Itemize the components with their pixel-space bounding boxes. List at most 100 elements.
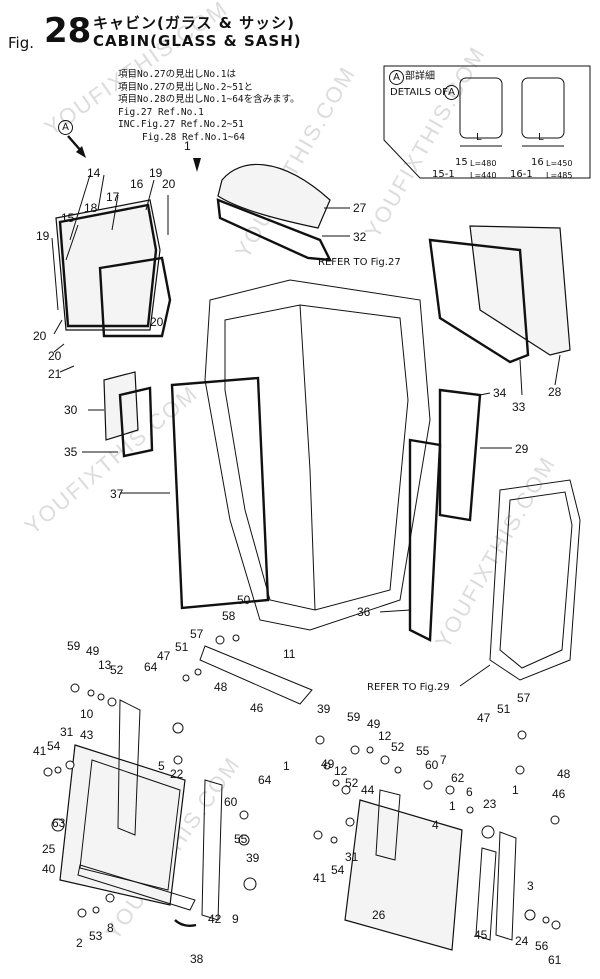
callout-60: 60 [224, 795, 238, 809]
callout-20: 20 [162, 177, 176, 191]
callout-40: 40 [42, 862, 56, 876]
spec-length: L=485 [546, 171, 573, 180]
callout-48: 48 [214, 680, 228, 694]
door-seal-34 [438, 388, 482, 522]
details-marker-letter: A [393, 72, 400, 83]
figure-title-english: CABIN(GLASS & SASH) [93, 32, 302, 50]
callout-63: 63 [52, 816, 66, 830]
callout-26: 26 [372, 908, 386, 922]
rail-40 [77, 864, 196, 911]
callout-16: 16 [130, 177, 144, 191]
callout-30: 30 [64, 403, 78, 417]
details-title-marker: A [444, 85, 459, 100]
fasteners [43, 634, 561, 930]
callout-24: 24 [515, 934, 529, 948]
details-marker-letter: A [448, 87, 455, 98]
reference-fig27: REFER TO Fig.27 [318, 257, 401, 268]
callout-7: 7 [440, 753, 447, 767]
callout-27: 27 [353, 201, 367, 215]
callout-12: 12 [378, 729, 392, 743]
door [489, 479, 581, 681]
note-line: 項目No.27の見出しNo.1は [118, 69, 236, 80]
reference-fig29: REFER TO Fig.29 [367, 682, 450, 693]
spec-ref: 16-1 [510, 169, 533, 180]
note-line: 項目No.27の見出しNo.2~51と [118, 81, 254, 93]
details-title-japanese: 部詳細 [405, 71, 435, 82]
callout-46: 46 [552, 787, 566, 801]
callout-17: 17 [106, 190, 120, 204]
callout-59: 59 [347, 710, 361, 724]
callout-48: 48 [557, 767, 571, 781]
callout-49: 49 [321, 757, 335, 771]
details-title-english: DETAILS OF [390, 87, 448, 98]
rail-11 [199, 645, 313, 705]
front-glass-14 [55, 199, 161, 331]
callout-31: 31 [60, 725, 74, 739]
callout-45: 45 [474, 928, 488, 942]
callout-62: 62 [451, 771, 465, 785]
callout-11: 11 [283, 647, 296, 661]
callout-9: 9 [232, 912, 239, 926]
callout-1: 1 [449, 799, 456, 813]
figure-number: 28 [44, 11, 92, 51]
callout-32: 32 [353, 230, 367, 244]
spec-length: L=480 [470, 159, 497, 168]
callout-60: 60 [425, 758, 439, 772]
callout-20: 20 [48, 349, 62, 363]
slide-glass-25 [59, 744, 186, 906]
callout-4: 4 [432, 818, 439, 832]
callout-19: 19 [36, 229, 50, 243]
figure-prefix: Fig. [8, 34, 34, 52]
roof-glass-27 [217, 163, 331, 229]
callout-2: 2 [76, 936, 83, 950]
callout-41: 41 [313, 871, 327, 885]
door-seal-36 [408, 438, 442, 642]
callout-3: 3 [527, 879, 534, 893]
details-box [383, 65, 591, 179]
callout-58: 58 [222, 609, 236, 623]
callout-1: 1 [184, 139, 191, 153]
callout-51: 51 [497, 702, 511, 716]
slide-glass-26 [344, 799, 463, 951]
callout-46: 46 [250, 701, 264, 715]
view-marker-letter: A [62, 122, 69, 133]
callout-47: 47 [477, 711, 491, 725]
callout-20: 20 [150, 315, 164, 329]
callout-50: 50 [237, 593, 251, 607]
spec-ref: 15 [455, 157, 468, 168]
callout-42: 42 [208, 912, 222, 926]
callout-37: 37 [110, 487, 124, 501]
callout-49: 49 [86, 644, 100, 658]
callout-64: 64 [144, 660, 158, 674]
callout-38: 38 [190, 952, 204, 966]
callout-49: 49 [367, 717, 381, 731]
callout-13: 13 [98, 658, 112, 672]
callout-35: 35 [64, 445, 78, 459]
callout-54: 54 [331, 863, 345, 877]
callout-64: 64 [258, 773, 272, 787]
detail-window-15 [459, 77, 503, 139]
callout-33: 33 [512, 400, 526, 414]
handle-38 [174, 919, 197, 927]
details-marker: A [389, 70, 404, 85]
callout-36: 36 [357, 605, 371, 619]
callout-52: 52 [345, 776, 359, 790]
seal-37 [170, 376, 270, 610]
note-line: 項目No.28の見出しNo.1~64を含みます。 [118, 94, 300, 105]
cabin-body [204, 279, 431, 631]
callout-54: 54 [47, 739, 61, 753]
callout-52: 52 [110, 663, 124, 677]
callout-41: 41 [33, 744, 47, 758]
callout-1: 1 [512, 783, 519, 797]
callout-51: 51 [175, 640, 189, 654]
spec-ref: 16 [531, 157, 544, 168]
callout-22: 22 [170, 767, 184, 781]
note-line: Fig.27 Ref.No.1 [118, 106, 204, 118]
callout-47: 47 [157, 649, 171, 663]
callout-23: 23 [483, 797, 497, 811]
detail-window-16 [521, 77, 565, 139]
callout-61: 61 [548, 953, 562, 967]
callout-57: 57 [190, 627, 204, 641]
callout-25: 25 [42, 842, 56, 856]
